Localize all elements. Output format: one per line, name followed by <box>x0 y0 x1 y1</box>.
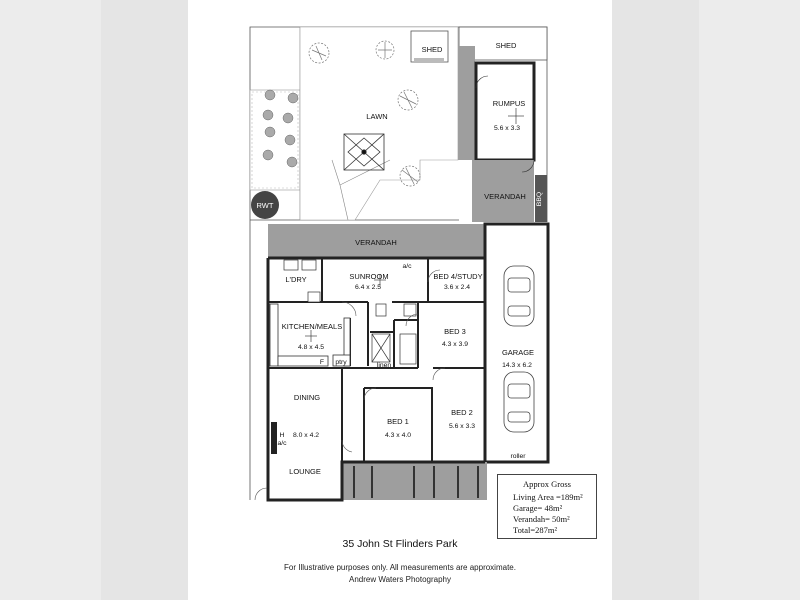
ac-label-dining: a/c <box>277 440 287 447</box>
garage-dimensions: 14.3 x 6.2 <box>502 362 532 369</box>
heater-label: H <box>280 432 285 439</box>
ceiling-fan-rumpus <box>508 108 524 124</box>
sunroom-label: SUNROOM <box>349 272 388 281</box>
bed3-dimensions: 4.3 x 3.9 <box>442 341 468 348</box>
dining-label: DINING <box>294 393 320 402</box>
garden-pavers <box>262 89 299 168</box>
fan-kitchen <box>305 330 317 342</box>
total-area-value: Total=287m² <box>513 525 558 535</box>
bed1-dimensions: 4.3 x 4.0 <box>385 432 411 439</box>
right-margin-band <box>612 0 699 600</box>
ac-label-sunroom: a/c <box>402 263 412 270</box>
door-swings <box>254 269 446 501</box>
bed4-dimensions: 3.6 x 2.4 <box>444 284 470 291</box>
living-area-value: Living Area =189m² <box>513 492 583 502</box>
house-walls <box>266 256 485 502</box>
area-summary-title: Approx Gross <box>523 479 571 489</box>
car-icon <box>503 265 535 433</box>
disclaimer: For Illustrative purposes only. All meas… <box>188 562 612 586</box>
pantry-label: ptry <box>335 359 347 366</box>
bed1-label: BED 1 <box>387 417 409 426</box>
roller-door-label: roller <box>510 453 526 460</box>
garage-area-value: Garage= 48m² <box>513 503 563 513</box>
sunroom-dimensions: 6.4 x 2.5 <box>355 284 381 291</box>
bbq-label: BBQ <box>536 192 543 206</box>
verandah-area-value: Verandah= 50m² <box>513 514 570 524</box>
linen-label: linen <box>377 362 392 369</box>
lounge-label: LOUNGE <box>289 467 321 476</box>
garage-label: GARAGE <box>502 348 534 357</box>
lawn-label: LAWN <box>366 112 387 121</box>
disclaimer-line-1: For Illustrative purposes only. All meas… <box>284 563 516 572</box>
shed-small <box>410 30 449 63</box>
left-margin-band <box>101 0 188 600</box>
photographer-credit: Andrew Waters Photography <box>349 575 451 584</box>
gazebo <box>343 133 385 171</box>
shed-label-1: SHED <box>422 45 443 54</box>
bed4-label: BED 4/STUDY <box>433 272 482 281</box>
rumpus-room <box>474 61 536 162</box>
kitchen-counters <box>269 303 351 367</box>
bathroom-fittings <box>371 303 417 365</box>
area-summary-box: Approx Gross Living Area =189m² Garage= … <box>497 474 597 539</box>
shed-label-2: SHED <box>496 41 517 50</box>
tree-symbols <box>308 40 421 187</box>
dining-dimensions: 8.0 x 4.2 <box>293 432 319 439</box>
rumpus-label: RUMPUS <box>493 99 526 108</box>
side-passage <box>458 46 475 160</box>
kitchen-dimensions: 4.8 x 4.5 <box>298 344 324 351</box>
laundry-label: L'DRY <box>285 275 306 284</box>
bed2-dimensions: 5.6 x 3.3 <box>449 423 475 430</box>
heater <box>271 422 277 454</box>
bbq <box>535 175 547 222</box>
kitchen-label: KITCHEN/MEALS <box>282 322 342 331</box>
rainwater-tank <box>251 191 279 219</box>
main-verandah <box>268 224 484 257</box>
fan-sunroom <box>374 274 386 286</box>
rwt-label: RWT <box>257 201 274 210</box>
garage <box>483 222 550 464</box>
rumpus-dimensions: 5.6 x 3.3 <box>494 125 520 132</box>
upper-verandah <box>472 160 534 222</box>
bed2-label: BED 2 <box>451 408 473 417</box>
laundry-fittings <box>283 259 321 303</box>
verandah-posts <box>353 466 479 498</box>
fridge-label: F <box>320 359 324 366</box>
main-verandah-label: VERANDAH <box>355 238 397 247</box>
property-address: 35 John St Flinders Park <box>342 538 458 550</box>
upper-verandah-label: VERANDAH <box>484 192 526 201</box>
bed3-label: BED 3 <box>444 327 466 336</box>
